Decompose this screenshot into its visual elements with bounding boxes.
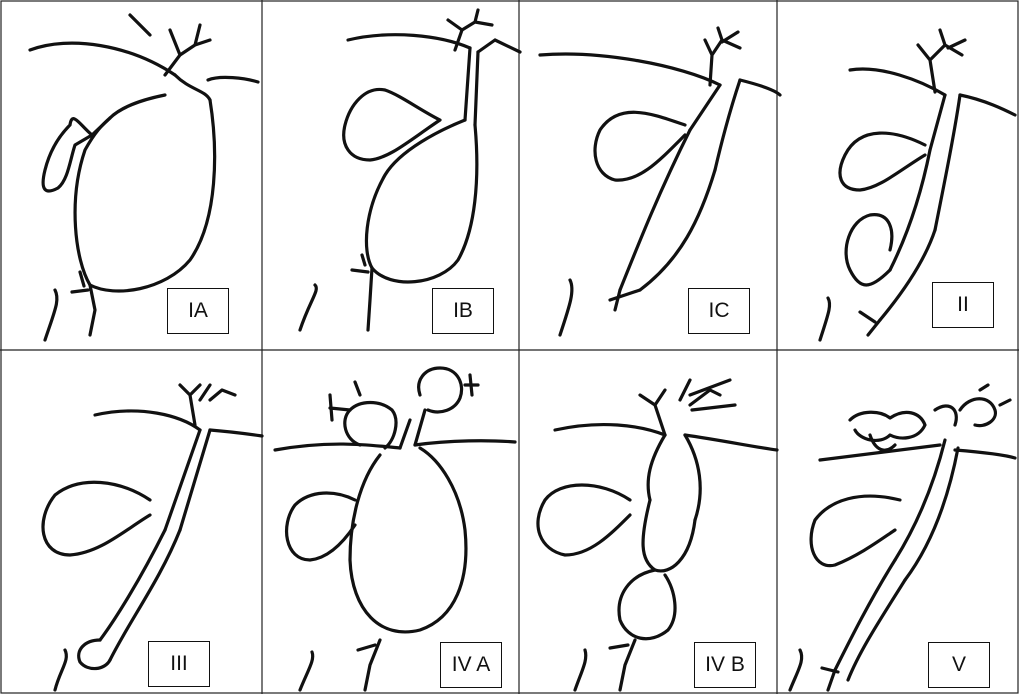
panel-label-ii: II (932, 282, 994, 328)
panel-label-ib: IB (432, 288, 494, 334)
panel-label-ia: IA (167, 288, 229, 334)
panel-label-iii: III (148, 641, 210, 687)
panel-label-ic: IC (688, 288, 750, 334)
panel-label-ivb: IV B (694, 642, 756, 688)
panel-label-v: V (928, 642, 990, 688)
panel-ib-drawing (300, 10, 520, 330)
panel-label-iva: IV A (440, 642, 502, 688)
